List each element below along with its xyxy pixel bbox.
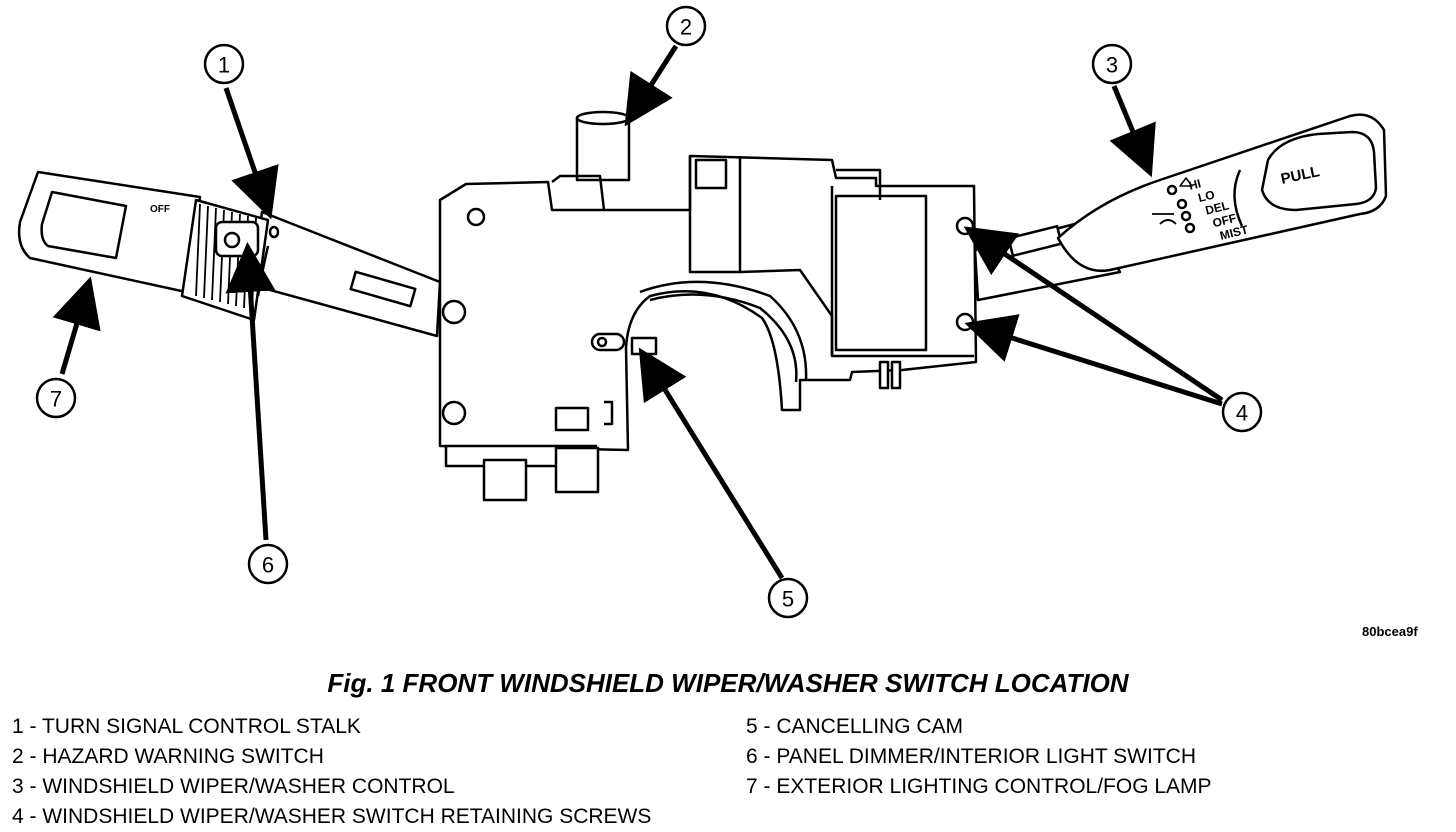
legend-item-7: 7 - EXTERIOR LIGHTING CONTROL/FOG LAMP: [746, 775, 1212, 798]
pull-button: [1260, 130, 1378, 212]
leader-arrow-4b: [964, 314, 1223, 407]
leader-arrow-6: [225, 242, 276, 541]
callout-number-3: 3: [1106, 53, 1118, 78]
callout-number-7: 7: [50, 387, 62, 412]
legend-item-4: 4 - WINDSHIELD WIPER/WASHER SWITCH RETAI…: [12, 805, 652, 828]
wiper-mode-hi: HI: [1187, 176, 1202, 192]
callout-circle-3: [1091, 43, 1133, 85]
leader-arrow-1: [223, 87, 279, 220]
callout-number-6: 6: [262, 553, 274, 578]
wiper-mode-del: DEL: [1204, 198, 1231, 217]
legend-right-column: 5 - CANCELLING CAM 6 - PANEL DIMMER/INTE…: [746, 712, 1212, 802]
leader-arrow-5: [638, 347, 785, 580]
leader-arrow-7: [52, 276, 101, 375]
figure-title: Fig. 1 FRONT WINDSHIELD WIPER/WASHER SWI…: [327, 668, 1129, 698]
legend-item-6: 6 - PANEL DIMMER/INTERIOR LIGHT SWITCH: [746, 745, 1196, 768]
hazard-switch-cylinder: [575, 110, 631, 182]
housing-boss: [441, 400, 467, 426]
retaining-screw: [955, 312, 975, 332]
wiper-mode-off: OFF: [1211, 211, 1238, 230]
housing-boss: [441, 299, 467, 325]
image-code: 80bcea9f: [1362, 624, 1418, 639]
callout-circle-2: [665, 5, 707, 47]
callout-circle-5: [767, 577, 809, 619]
callout-number-2: 2: [680, 15, 692, 40]
callout-circle-7: [35, 377, 77, 419]
stalk-off-label: OFF: [150, 204, 170, 215]
left-stalk-shaft: [250, 210, 442, 338]
leader-arrow-2: [624, 44, 679, 127]
callout-number-5: 5: [782, 587, 794, 612]
leader-arrow-4a: [963, 226, 1224, 403]
retaining-screw: [955, 216, 975, 236]
legend-item-5: 5 - CANCELLING CAM: [746, 715, 964, 738]
callout-circle-6: [247, 543, 289, 585]
wiper-mode-mist: MIST: [1218, 222, 1250, 243]
lighting-control-panel: [40, 190, 128, 260]
callout-number-1: 1: [218, 53, 230, 78]
housing-boss: [466, 207, 486, 227]
callout-circle-4: [1221, 391, 1263, 433]
cancelling-cam: [630, 336, 658, 356]
legend-item-3: 3 - WINDSHIELD WIPER/WASHER CONTROL: [12, 775, 455, 798]
legend-item-2: 2 - HAZARD WARNING SWITCH: [12, 745, 324, 768]
legend-left-column: 1 - TURN SIGNAL CONTROL STALK 2 - HAZARD…: [12, 712, 651, 832]
wiper-mode-lo: LO: [1197, 187, 1217, 205]
legend-item-1: 1 - TURN SIGNAL CONTROL STALK: [12, 715, 361, 738]
leader-arrow-3: [1109, 85, 1156, 178]
switch-diagram: 1 2 3 4 5 6 7 OFF PULL HI LO DEL OFF MIS…: [17, 5, 1388, 619]
callout-number-4: 4: [1236, 401, 1248, 426]
callout-circle-1: [203, 43, 245, 85]
